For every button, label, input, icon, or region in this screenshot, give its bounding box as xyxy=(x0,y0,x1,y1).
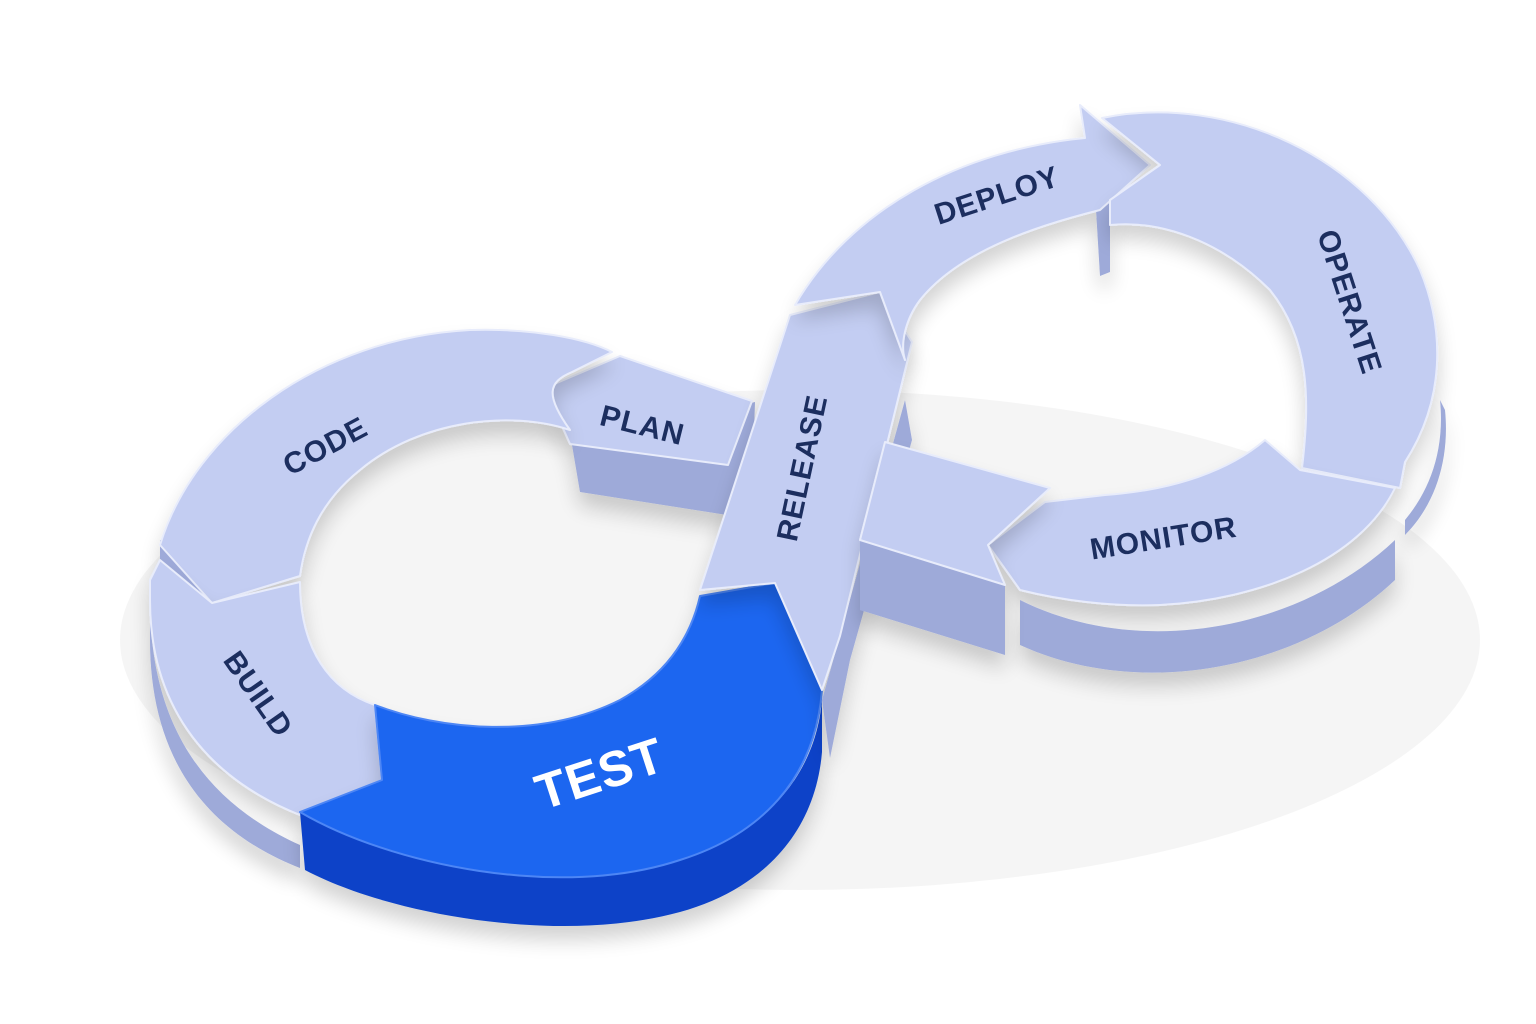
segment-deploy: DEPLOY xyxy=(794,104,1151,361)
segment-monitor: MONITOR xyxy=(987,439,1396,673)
segment-connector xyxy=(859,441,1051,655)
segment-build: BUILD xyxy=(149,559,383,868)
segment-plan: PLAN xyxy=(544,355,755,515)
segment-test: TEST xyxy=(299,582,823,926)
segment-operate: OPERATE xyxy=(1101,111,1446,535)
segment-code: CODE xyxy=(159,328,613,604)
